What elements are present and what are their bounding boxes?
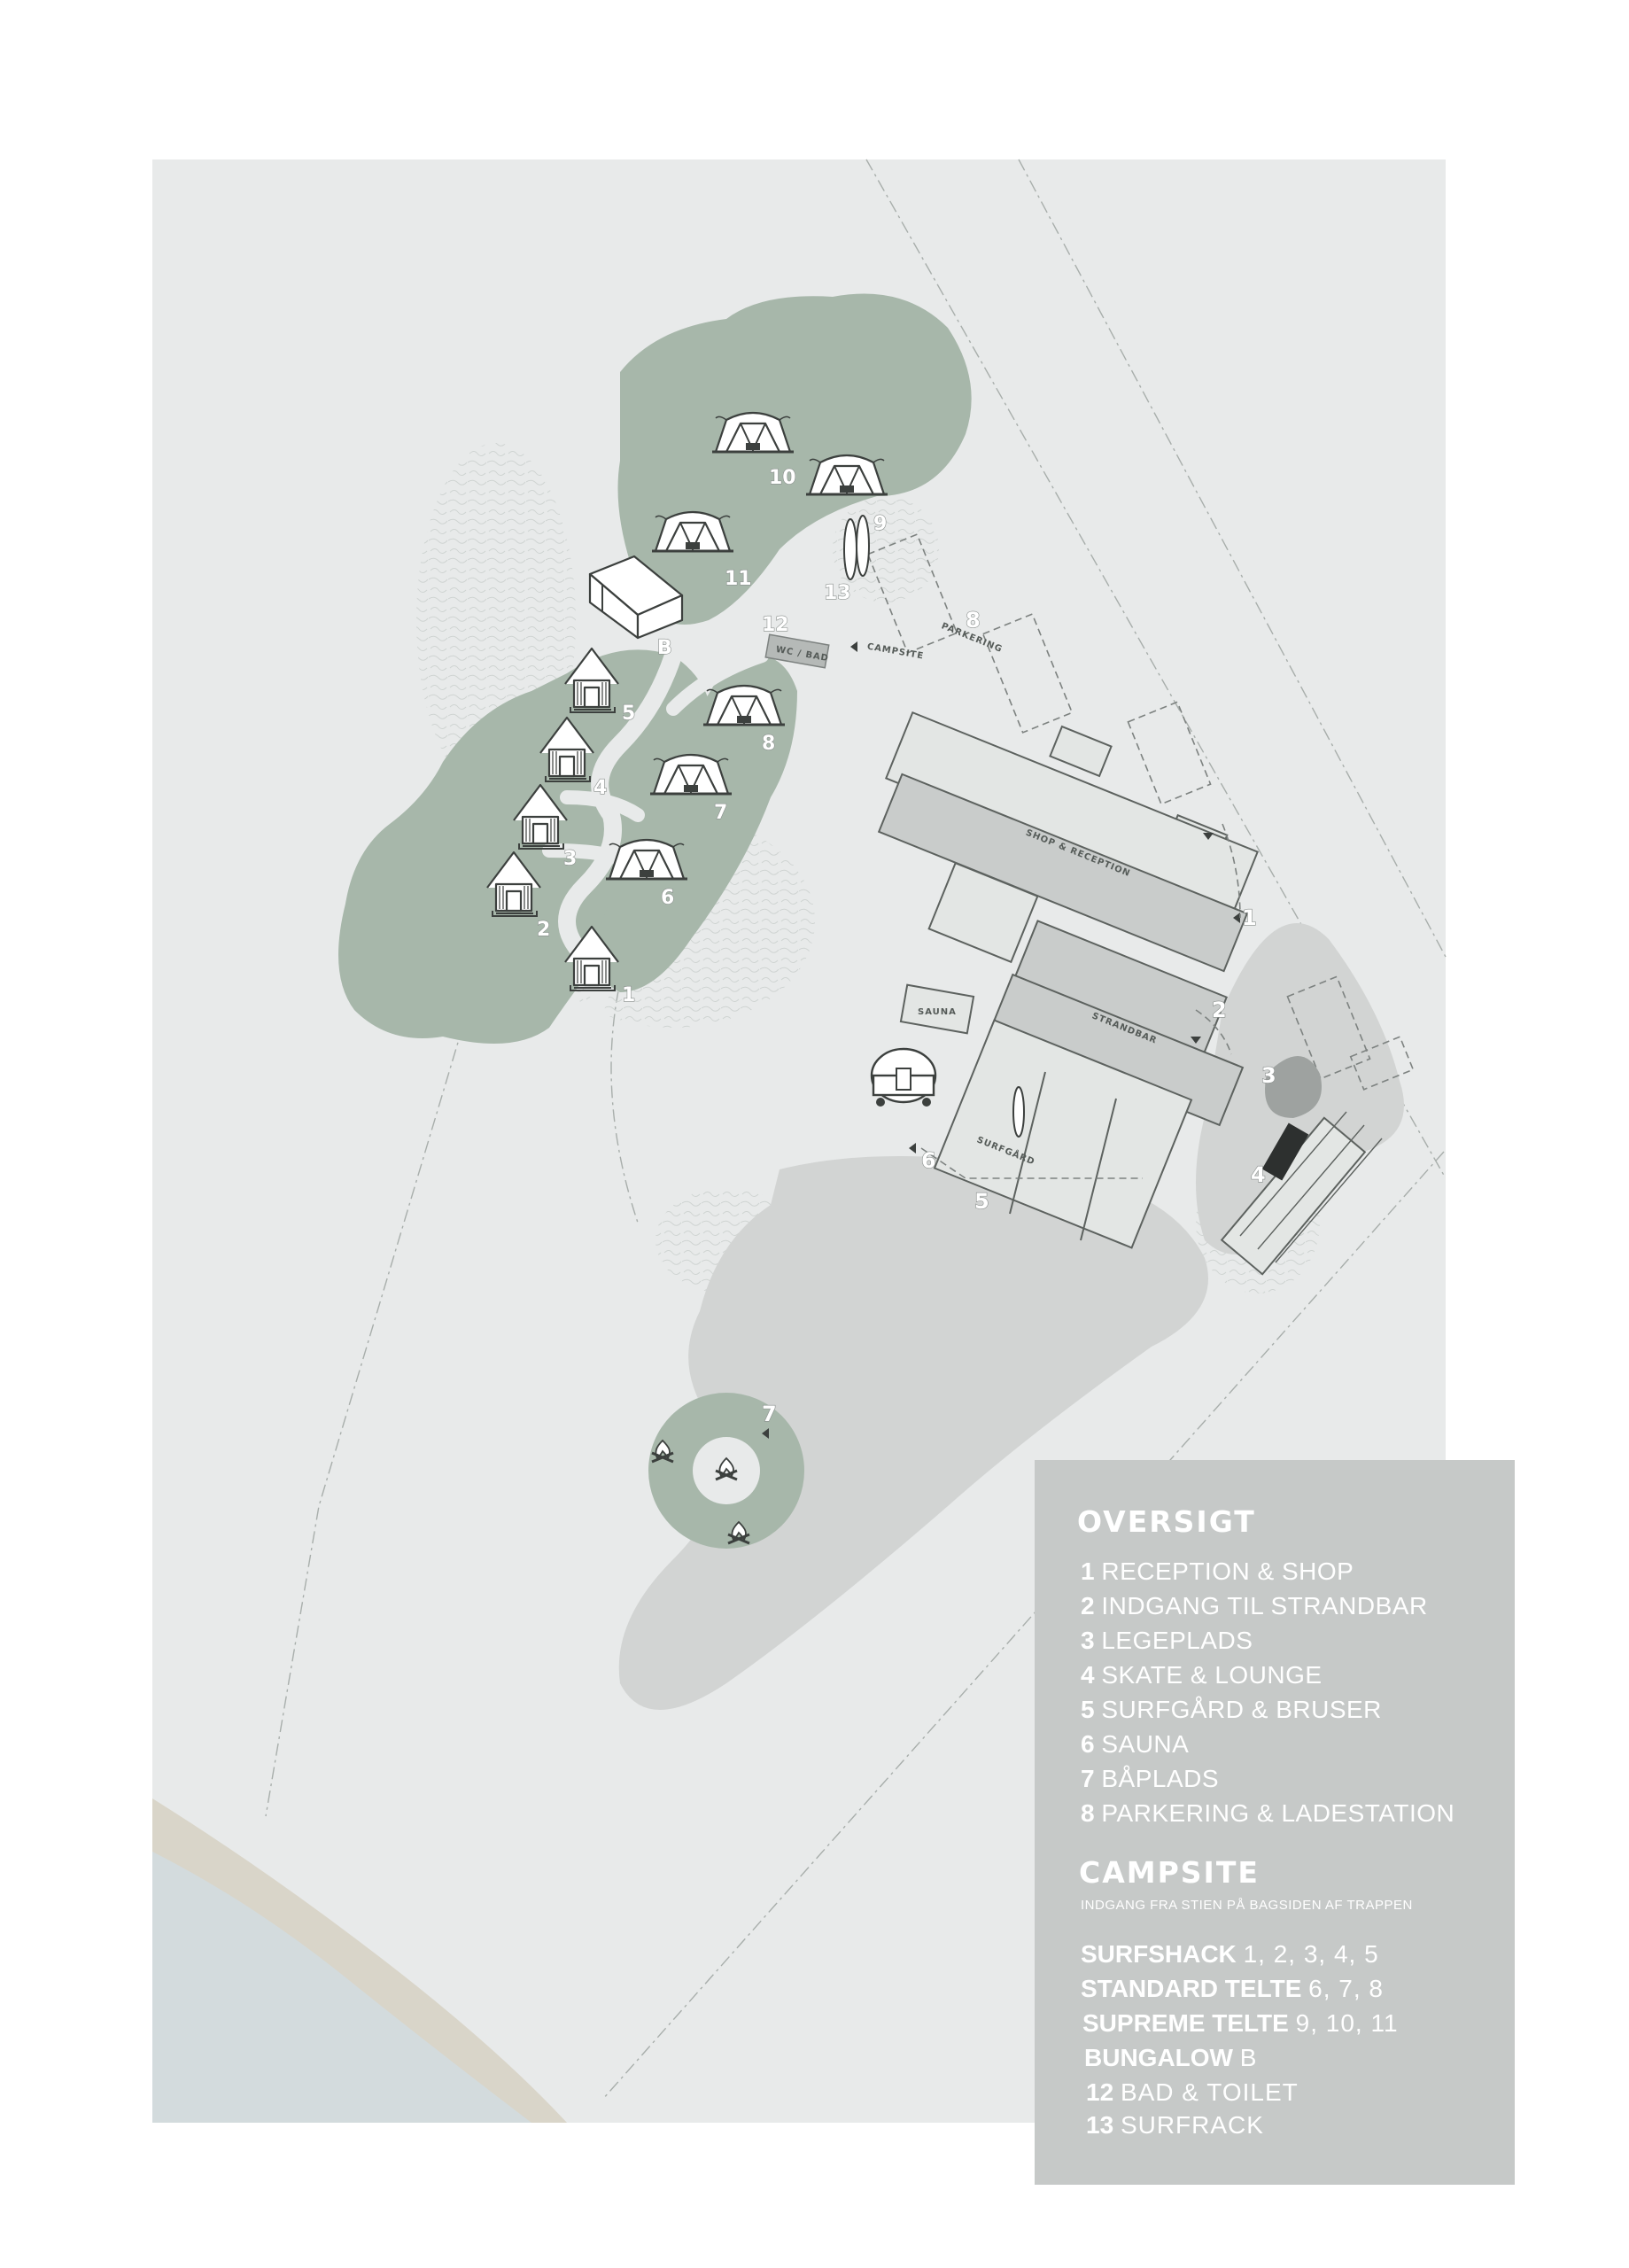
svg-text:B: B [657, 637, 672, 659]
campsite-greenery-east [596, 656, 797, 992]
sauna-label: SAUNA [918, 1007, 957, 1017]
legend-item: 6 SAUNA [1081, 1730, 1190, 1758]
svg-text:2: 2 [537, 919, 550, 941]
surfrack-icon [843, 515, 870, 580]
surfboard-icon [1012, 1086, 1025, 1138]
svg-text:11: 11 [725, 568, 752, 590]
campsite-item: STANDARD TELTE 6, 7, 8 [1081, 1975, 1385, 2002]
svg-text:5: 5 [622, 703, 635, 725]
strandbar-building: STRANDBAR [988, 920, 1245, 1127]
campsite-item: BUNGALOW B [1084, 2044, 1258, 2071]
svg-text:6: 6 [921, 1148, 936, 1173]
legend-title: OVERSIGT [1077, 1504, 1256, 1539]
campsite-title: CAMPSITE [1079, 1855, 1260, 1890]
legend-panel: OVERSIGT 1 RECEPTION & SHOP 2 INDGANG TI… [1035, 1460, 1515, 2185]
svg-text:3: 3 [1261, 1063, 1276, 1088]
wc-building: WC / BAD [764, 633, 830, 669]
campsite-item: 13 SURFRACK [1086, 2111, 1264, 2139]
svg-text:9: 9 [873, 513, 887, 535]
svg-text:6: 6 [661, 887, 674, 909]
legend-item: 2 INDGANG TIL STRANDBAR [1081, 1592, 1428, 1619]
annex-building [927, 861, 1039, 964]
tent-icon [710, 411, 795, 454]
svg-text:3: 3 [563, 848, 577, 870]
svg-text:4: 4 [593, 777, 607, 799]
firepit-center [693, 1437, 760, 1504]
tent-icon [648, 753, 733, 796]
svg-text:10: 10 [769, 467, 796, 489]
campsite-numbers: 1 2 3 4 5 6 7 8 9 10 11 B 12 13 [536, 466, 888, 1006]
legend-item: 5 SURFGÅRD & BRUSER [1081, 1696, 1382, 1723]
legend-item: 3 LEGEPLADS [1081, 1627, 1253, 1654]
legend-item: 4 SKATE & LOUNGE [1081, 1661, 1323, 1689]
campsite-item: SURFSHACK 1, 2, 3, 4, 5 [1081, 1940, 1379, 1968]
svg-text:8: 8 [762, 733, 775, 755]
tent-icon [604, 838, 689, 881]
facility-numbers: 1 2 3 4 5 6 7 8 [761, 607, 1276, 1426]
campsite-subtitle: INDGANG FRA STIEN PÅ BAGSIDEN AF TRAPPEN [1081, 1898, 1413, 1913]
svg-text:1: 1 [622, 984, 635, 1006]
surfgaard-building: SURFGÅRD [933, 1019, 1193, 1249]
svg-text:12: 12 [762, 614, 789, 636]
svg-text:4: 4 [1251, 1162, 1266, 1187]
tent-icon [804, 454, 889, 496]
sauna-building: SAUNA [899, 983, 975, 1035]
bungalow-icon [588, 555, 684, 640]
shop-reception-building: SHOP & RECEPTION [877, 711, 1259, 973]
svg-text:8: 8 [966, 608, 981, 633]
legend-item: 7 BÅPLADS [1081, 1765, 1220, 1792]
legend-item: 8 PARKERING & LADESTATION [1081, 1799, 1455, 1827]
legend-item: 1 RECEPTION & SHOP [1081, 1557, 1354, 1585]
beach-area [618, 1156, 1208, 1710]
tent-icon [702, 684, 787, 726]
svg-text:7: 7 [714, 802, 727, 824]
svg-text:1: 1 [1242, 905, 1257, 930]
sauna-barrel-icon [870, 1047, 937, 1107]
tent-icon [650, 510, 735, 553]
entrance-route [920, 823, 1241, 1179]
svg-text:2: 2 [1212, 998, 1227, 1022]
svg-text:5: 5 [974, 1189, 989, 1214]
campsite-item: 12 BAD & TOILET [1086, 2078, 1299, 2106]
svg-text:13: 13 [824, 582, 851, 604]
svg-text:7: 7 [762, 1402, 777, 1426]
campsite-item: SUPREME TELTE 9, 10, 11 [1082, 2009, 1399, 2037]
water [152, 1852, 531, 2123]
skate-lounge-area [1220, 1056, 1383, 1276]
